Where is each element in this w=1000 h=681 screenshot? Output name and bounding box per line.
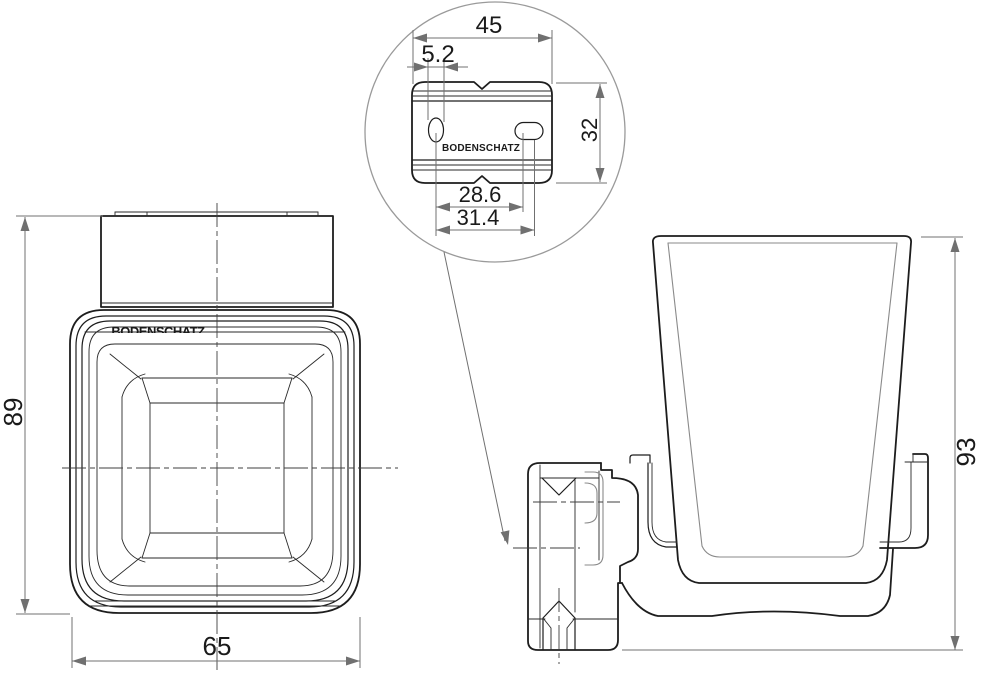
- collar-right-tab: [879, 453, 929, 549]
- dim-label-detail-width: 45: [476, 12, 503, 39]
- dim-label-detail-slot: 5.2: [421, 41, 454, 68]
- glass-inner-wall: [667, 242, 703, 547]
- arrowhead: [20, 599, 30, 613]
- glass-side: [652, 235, 913, 584]
- detail-circle: [364, 1, 626, 263]
- bracket-pad: [584, 471, 604, 566]
- arrowhead: [595, 168, 605, 182]
- wall-plate-detail: BODENSCHATZ: [411, 81, 553, 184]
- arrowhead: [436, 202, 450, 212]
- front-view: BODENSCHATZ: [0, 203, 398, 670]
- glass-inner-floor: [701, 545, 864, 558]
- arrowhead: [20, 217, 30, 231]
- arrowhead: [520, 225, 535, 235]
- cavity-corner-arc: [121, 373, 146, 398]
- dim-label-detail-hole-span: 31.4: [457, 205, 500, 230]
- cavity-corner-line: [292, 353, 325, 380]
- arrowhead: [509, 202, 523, 212]
- holder-collar-side: [621, 453, 929, 617]
- glass-cavity-front: [109, 353, 325, 583]
- brand-label-front: BODENSCHATZ: [111, 324, 205, 339]
- dimension-detail-slot-width: 5.2: [407, 41, 468, 122]
- cavity-corner-arc: [288, 538, 313, 563]
- arrowhead: [538, 33, 552, 43]
- dimension-side-height: 93: [622, 236, 981, 651]
- cavity-line: [283, 532, 293, 559]
- dim-label-front-height: 89: [0, 398, 28, 427]
- arrowhead: [950, 636, 960, 650]
- cavity-line: [141, 377, 151, 404]
- bracket-outline: [527, 462, 623, 651]
- cavity-corner-line: [292, 556, 325, 583]
- cavity-corner-line: [109, 353, 142, 380]
- detail-leader-arrow: [500, 530, 510, 545]
- arrowhead: [72, 656, 86, 666]
- side-view: 93: [513, 235, 981, 664]
- glass-outline-side: [652, 235, 913, 584]
- dim-label-detail-height: 32: [577, 118, 602, 142]
- brand-label-detail: BODENSCHATZ: [442, 143, 520, 154]
- arrowhead: [414, 62, 428, 72]
- cavity-corner-line: [109, 556, 142, 583]
- collar-bottom: [621, 548, 894, 617]
- arrowhead: [950, 238, 960, 252]
- dimension-detail-width: 45: [412, 12, 553, 84]
- arrowhead: [436, 225, 450, 235]
- dim-label-side-height: 93: [951, 438, 981, 467]
- dimension-detail-hole-spacing: 28.6 31.4: [435, 133, 535, 236]
- holder-front: BODENSCHATZ: [69, 309, 361, 614]
- bracket-arm: [600, 462, 639, 584]
- collar-front-rim-inner: [651, 462, 678, 543]
- holder-shell-line: [75, 315, 355, 608]
- wall-bracket-side: [527, 462, 639, 651]
- arrowhead: [413, 33, 427, 43]
- detail-view: BODENSCHATZ 45 5.2 32: [364, 1, 626, 545]
- detail-leader-line: [443, 251, 506, 542]
- dimension-front-width: 65: [71, 617, 361, 668]
- collar-right-tab-inner: [879, 461, 929, 543]
- collar-ridge: [629, 454, 651, 464]
- screw-recess-top: [541, 477, 577, 496]
- dimension-front-height: 89: [0, 215, 103, 615]
- dimension-detail-height: 32: [556, 82, 607, 184]
- collar-front-rim: [647, 462, 678, 548]
- holder-shell-outline: [69, 309, 361, 614]
- holder-shell-line: [81, 320, 349, 602]
- glass-wall-front: [96, 343, 334, 587]
- cavity-line: [141, 532, 151, 559]
- dim-label-detail-hole-spacing: 28.6: [459, 182, 502, 207]
- arrowhead: [346, 656, 360, 666]
- arrowhead: [444, 62, 458, 72]
- bracket-pad-tab: [584, 482, 598, 524]
- screw-bottom-inner: [542, 617, 576, 651]
- cavity-corner-arc: [288, 373, 313, 398]
- arrowhead: [595, 84, 605, 98]
- dim-label-front-width: 65: [203, 631, 232, 661]
- plate-slot-hole: [514, 121, 544, 141]
- glass-inner-wall: [862, 242, 898, 547]
- wall-plate-outline: [411, 81, 553, 184]
- cavity-line: [283, 377, 293, 404]
- cavity-corner-arc: [121, 538, 146, 563]
- holder-shell-line: [88, 326, 342, 596]
